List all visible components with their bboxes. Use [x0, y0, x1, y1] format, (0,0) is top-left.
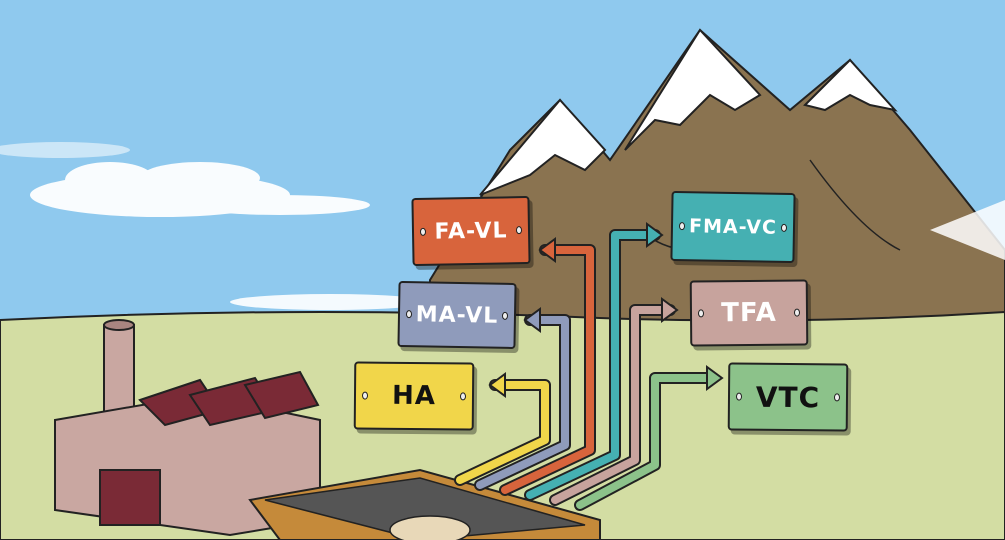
- screw-icon: [361, 391, 369, 400]
- screw-icon: [833, 393, 841, 402]
- conveyor-belt: [248, 468, 601, 540]
- ma-vl-sign: MA-VL: [397, 280, 517, 350]
- fma-vc-label: FMA-VC: [688, 215, 778, 239]
- screw-icon: [515, 226, 523, 235]
- fma-vc-sign: FMA-VC: [670, 190, 796, 264]
- ha-sign: HA: [353, 361, 475, 431]
- ha-label: HA: [391, 380, 437, 412]
- ma-vl-label: MA-VL: [415, 301, 499, 329]
- screw-icon: [697, 309, 705, 318]
- cloud-left: [30, 162, 370, 217]
- fa-vl-label: FA-VL: [434, 217, 508, 245]
- screw-icon: [780, 223, 788, 232]
- vtc-sign: VTC: [727, 362, 849, 432]
- screw-icon: [501, 311, 509, 320]
- screw-icon: [405, 310, 413, 319]
- arrow-heads: [488, 222, 724, 398]
- screw-icon: [459, 392, 467, 401]
- cloud-right: [0, 142, 430, 310]
- tfa-label: TFA: [721, 297, 777, 329]
- flow-arrows: [454, 229, 716, 511]
- vtc-label: VTC: [755, 380, 821, 414]
- screw-icon: [419, 227, 427, 236]
- screw-icon: [735, 392, 743, 401]
- screw-icon: [793, 308, 801, 317]
- factory: [54, 319, 321, 537]
- fa-vl-sign: FA-VL: [411, 195, 531, 267]
- screw-icon: [678, 222, 686, 231]
- tfa-sign: TFA: [689, 279, 809, 347]
